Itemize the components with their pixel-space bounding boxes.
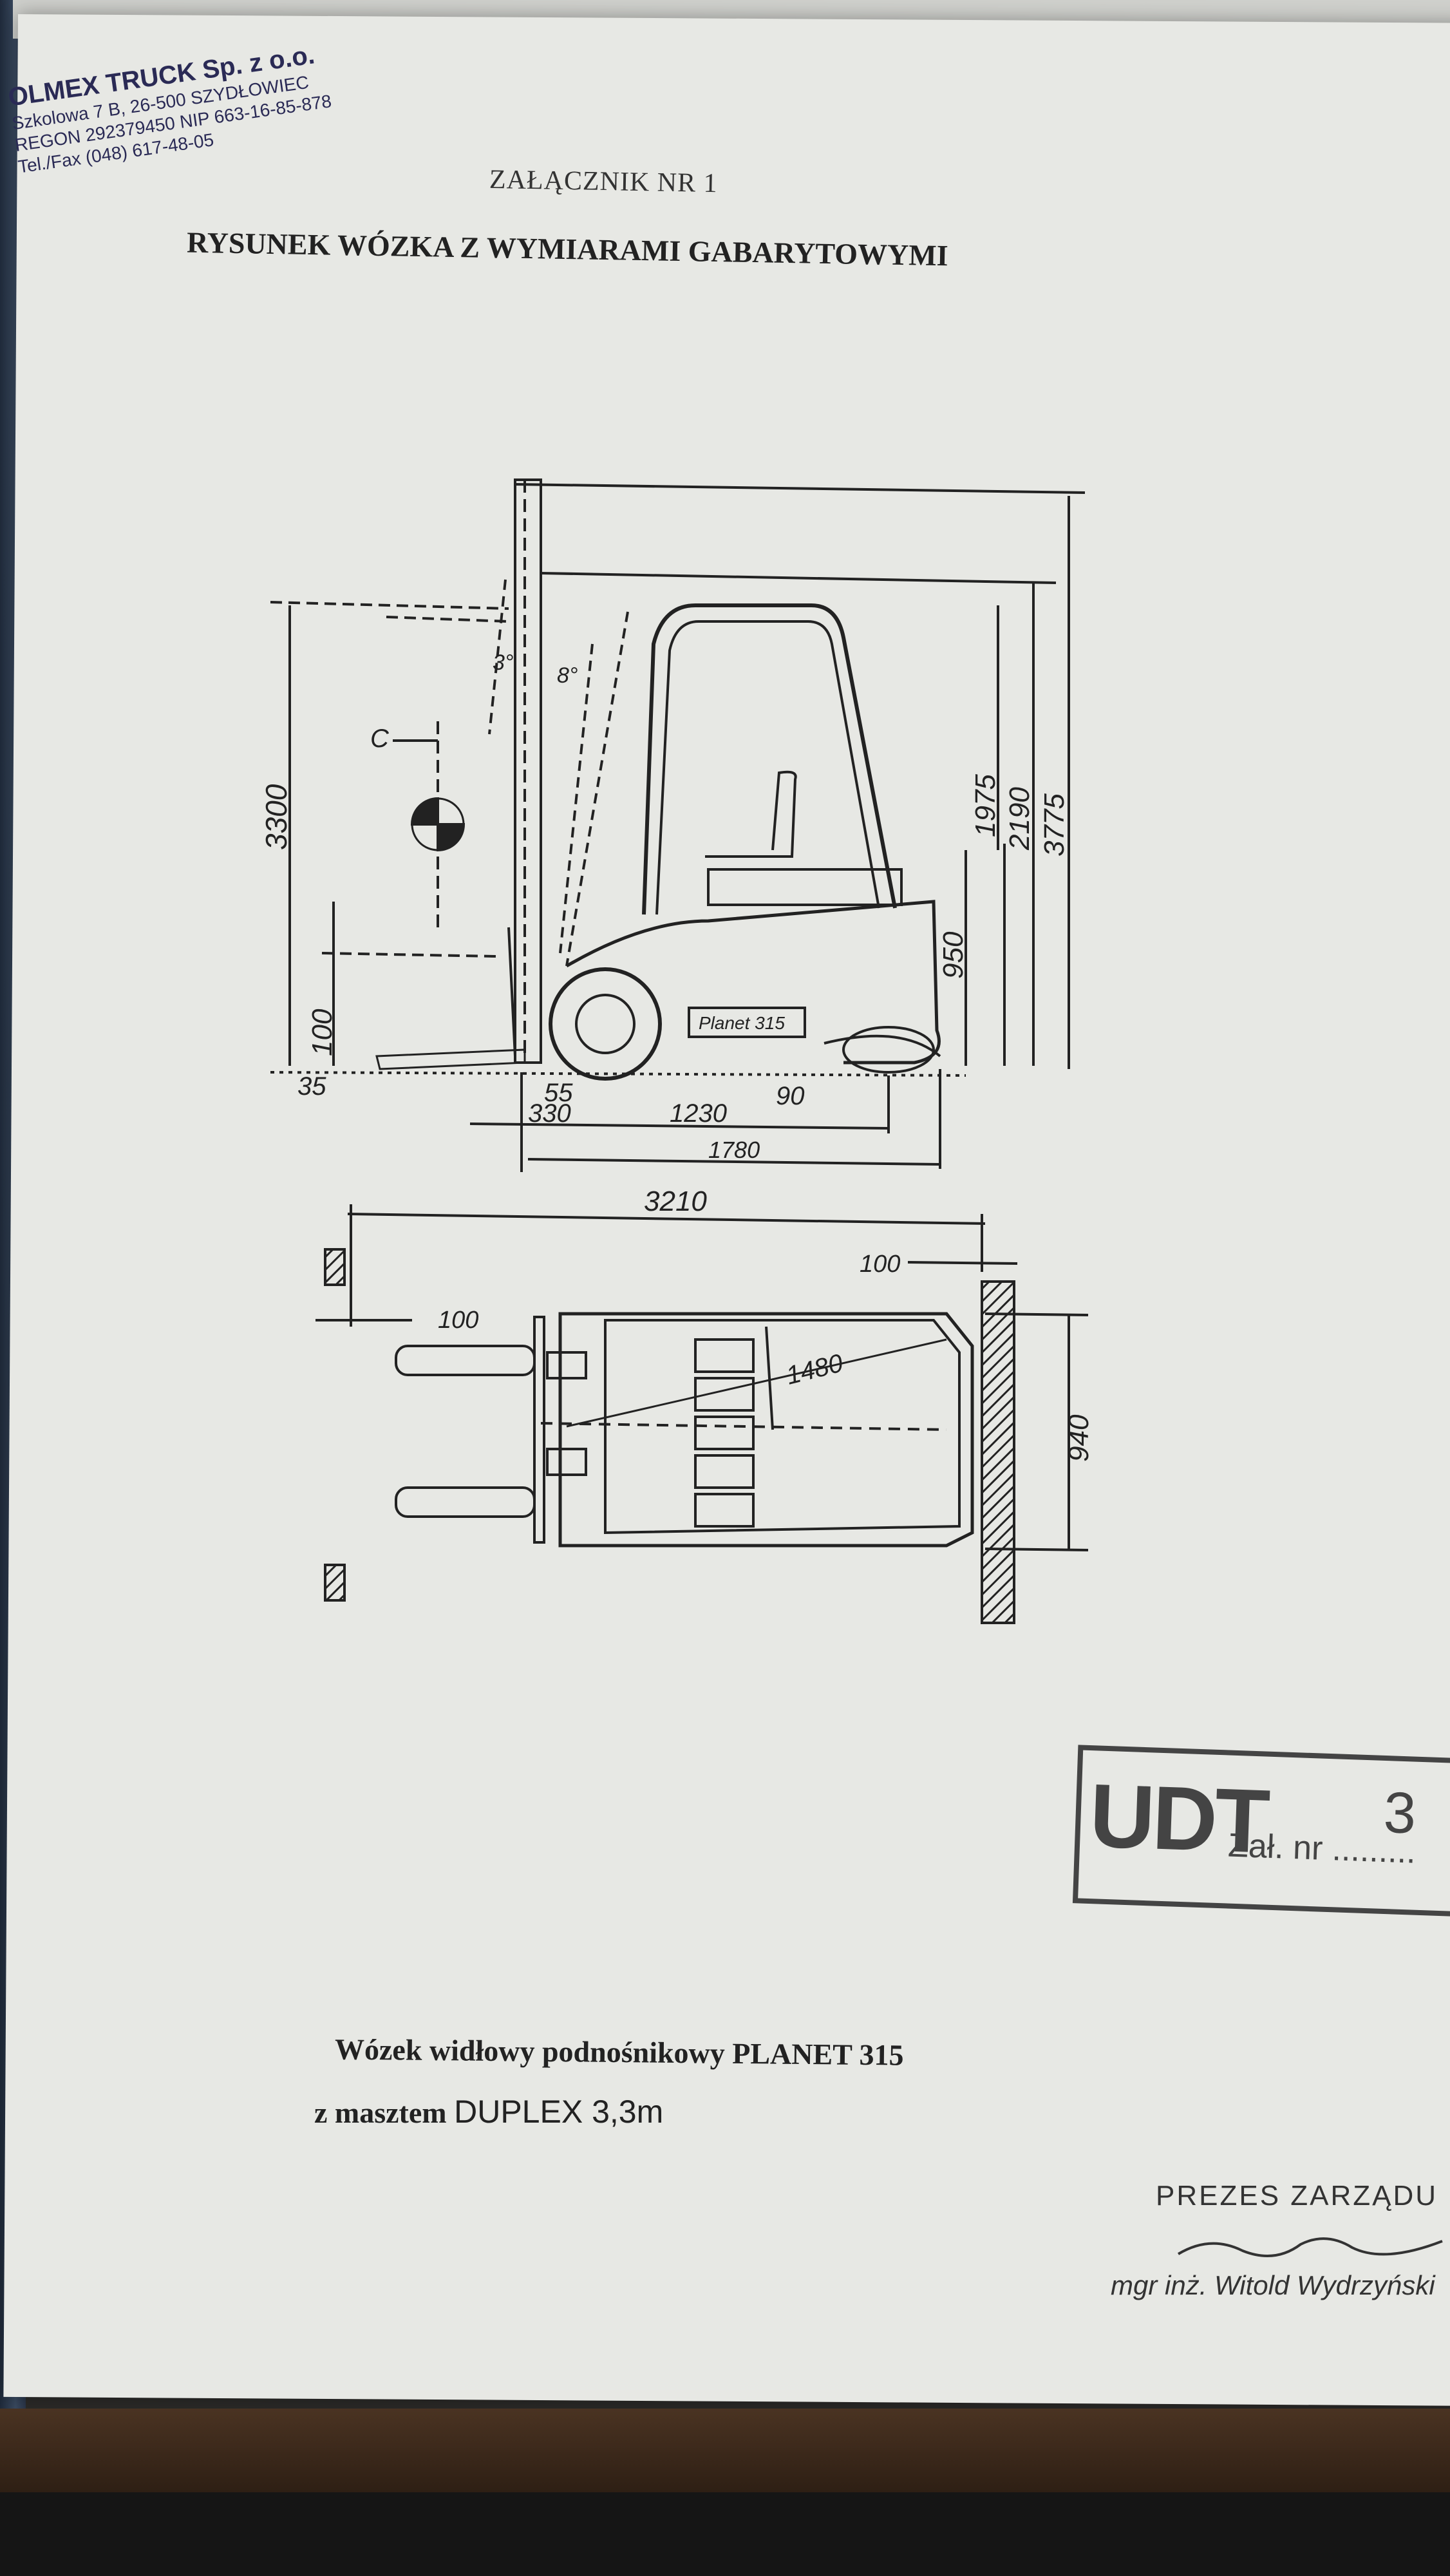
- floor-background: [0, 2492, 1450, 2576]
- dim-940: 940: [1063, 1414, 1095, 1462]
- udt-stamp: UDT Zał. nr ......... 3: [1072, 1745, 1450, 1917]
- dim-1975: 1975: [970, 774, 1001, 837]
- brand-plate-text: Planet 315: [699, 1013, 785, 1033]
- udt-stamp-number: 3: [1382, 1780, 1417, 1846]
- dim-950: 950: [937, 931, 969, 979]
- desk-surface: [0, 2409, 1450, 2492]
- signature-name: mgr inż. Witold Wydrzyński: [1111, 2270, 1435, 2300]
- dim-2190: 2190: [1004, 787, 1035, 851]
- angle-8: 8°: [557, 663, 578, 688]
- ground-line: [270, 1071, 966, 1077]
- load-center-label: C: [370, 724, 390, 753]
- brand-plate: [688, 1007, 806, 1038]
- caption-model: DUPLEX 3,3m: [454, 2094, 664, 2130]
- dim-1230: 1230: [670, 1099, 727, 1128]
- caption-line-2: z masztem DUPLEX 3,3m: [314, 2093, 663, 2130]
- dim-100-right: 100: [860, 1251, 900, 1278]
- dim-1480: 1480: [784, 1349, 846, 1390]
- dim-100-left: 100: [438, 1307, 478, 1334]
- dim-3775: 3775: [1039, 793, 1070, 857]
- caption-line-1: Wózek widłowy podnośnikowy PLANET 315: [334, 2032, 904, 2072]
- dim-100-lift: 100: [306, 1009, 338, 1056]
- truck-outline-top: [558, 1312, 974, 1548]
- hatched-wall: [981, 1280, 1015, 1624]
- dim-1780: 1780: [708, 1137, 760, 1163]
- dim-90: 90: [776, 1082, 805, 1110]
- forklift-drawing: 3300 100 35 55 330 1230 90 1780 950 1975…: [259, 478, 1095, 1624]
- angle-3: 3°: [493, 650, 514, 675]
- front-wheel: [549, 967, 662, 1081]
- caption-prefix: z masztem: [314, 2096, 447, 2129]
- dim-3300: 3300: [259, 784, 293, 850]
- dim-330: 330: [528, 1099, 571, 1128]
- dim-3210: 3210: [644, 1186, 707, 1217]
- signature-role: PREZES ZARZĄDU: [1156, 2180, 1438, 2211]
- signature-flourish: [1177, 2237, 1443, 2257]
- dim-35: 35: [297, 1072, 326, 1101]
- mast-outer: [514, 478, 542, 1064]
- dim-line-3210: [347, 1213, 986, 1225]
- dim-55: 55: [544, 1079, 573, 1107]
